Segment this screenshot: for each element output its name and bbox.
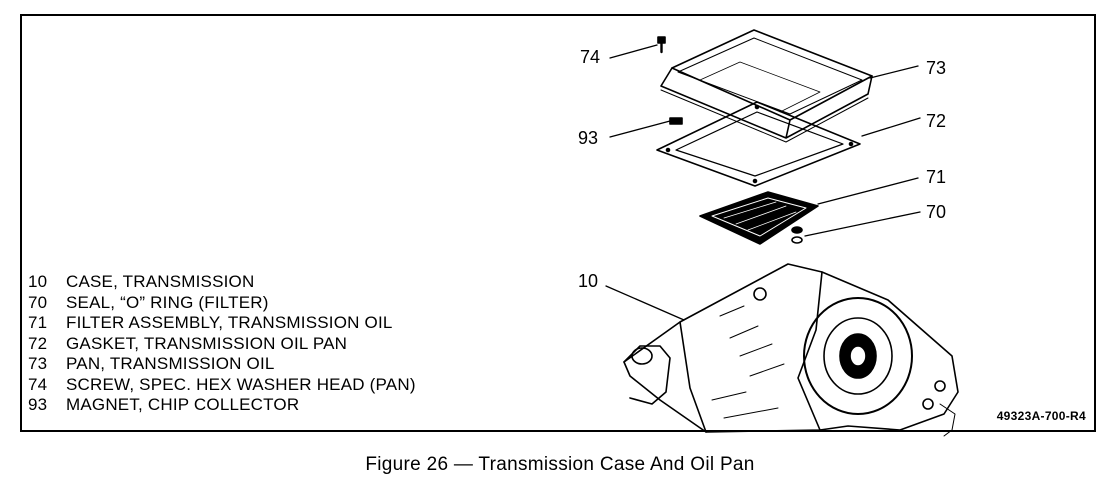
parts-legend: 10 CASE, TRANSMISSION 70 SEAL, “O” RING (F… [28,272,416,416]
legend-item: 72 GASKET, TRANSMISSION OIL PAN [28,334,416,355]
callout-74: 74 [580,47,601,67]
legend-item: 73 PAN, TRANSMISSION OIL [28,354,416,375]
gasket-part [656,101,861,187]
legend-item: 93 MAGNET, CHIP COLLECTOR [28,395,416,416]
legend-text: MAGNET, CHIP COLLECTOR [66,395,300,414]
legend-item: 74 SCREW, SPEC. HEX WASHER HEAD (PAN) [28,375,416,396]
legend-item: 70 SEAL, “O” RING (FILTER) [28,293,416,314]
callout-71: 71 [926,167,947,187]
drawing-id: 49323A-700-R4 [996,409,1086,423]
legend-text: SEAL, “O” RING (FILTER) [66,292,269,312]
callout-70: 70 [926,202,947,222]
legend-number: 93 [28,395,48,414]
legend-number: 74 [28,374,48,394]
callout-93: 93 [578,128,599,148]
magnet-part [669,117,683,125]
oil-pan-part [660,29,873,143]
screw-part [657,36,666,54]
legend-text: GASKET, TRANSMISSION OIL PAN [66,333,348,353]
figure-caption: Figure 26 — Transmission Case And Oil Pa… [365,454,755,475]
legend-number: 73 [28,354,48,373]
legend-item: 10 CASE, TRANSMISSION [28,272,416,293]
legend-text: SCREW, SPEC. HEX WASHER HEAD (PAN) [66,374,416,394]
callout-73: 73 [926,58,947,78]
o-ring-part [791,226,803,244]
legend-number: 72 [28,333,48,353]
legend-text: FILTER ASSEMBLY, TRANSMISSION OIL [66,313,393,332]
callout-10: 10 [578,271,599,291]
leader-lines [605,44,921,321]
legend-item: 71 FILTER ASSEMBLY, TRANSMISSION OIL [28,313,416,334]
legend-number: 70 [28,292,48,312]
diagram-frame [20,14,1096,432]
callout-72: 72 [926,111,947,131]
filter-part [699,191,819,245]
legend-text: CASE, TRANSMISSION [66,272,255,291]
legend-text: PAN, TRANSMISSION OIL [66,354,275,373]
legend-number: 10 [28,272,48,291]
legend-number: 71 [28,313,48,332]
transmission-case-part [623,263,959,437]
